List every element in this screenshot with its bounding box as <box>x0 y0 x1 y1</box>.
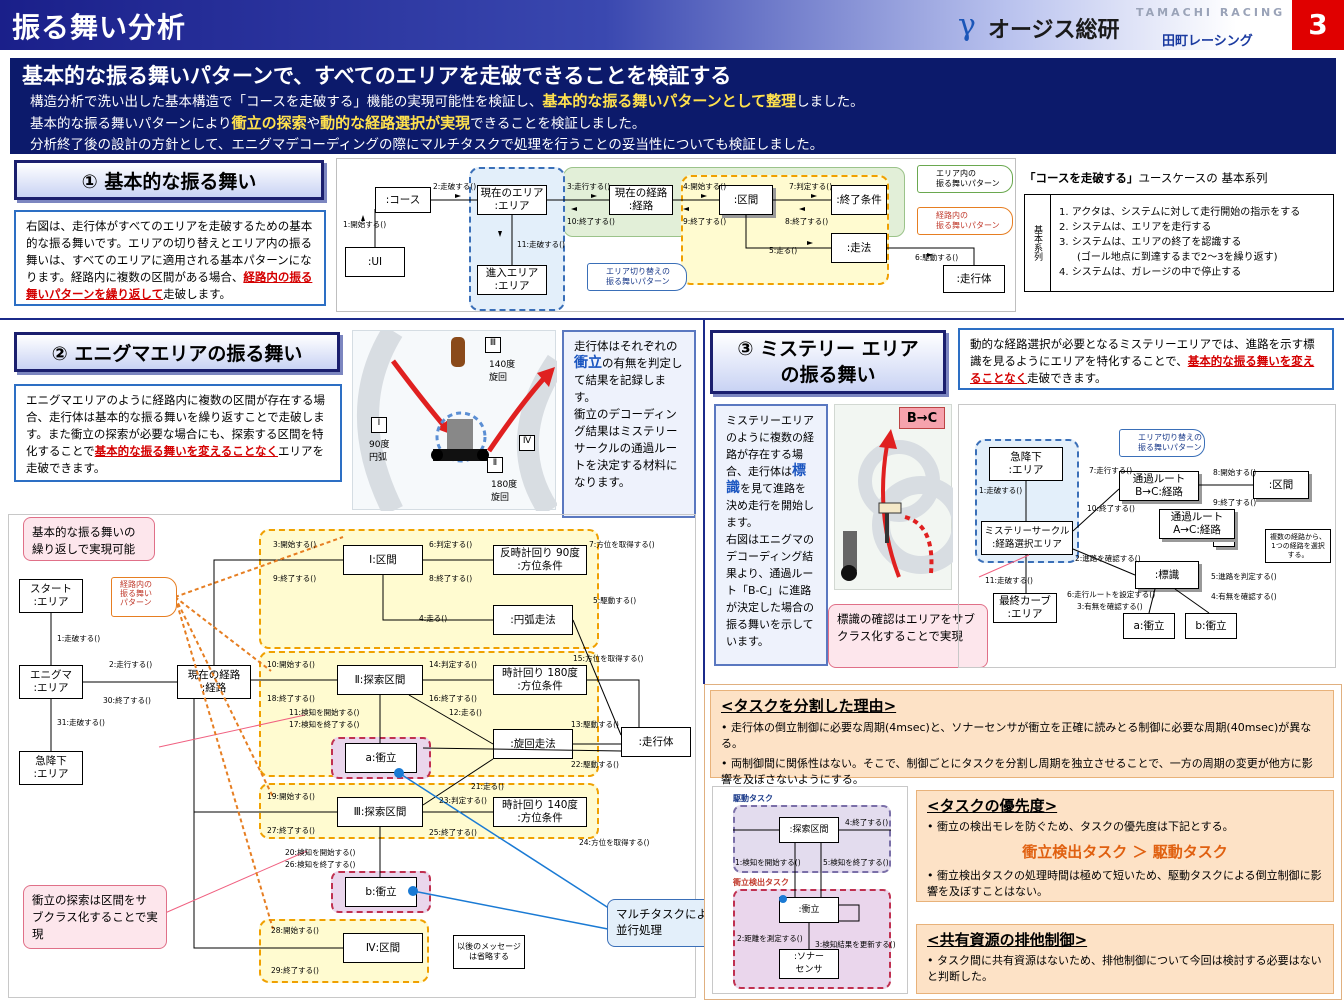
page-title: 振る舞い分析 <box>12 11 187 44</box>
obj-wall-a: a:衝立 <box>345 743 417 773</box>
obj-current-route: 現在の経路 :経路 <box>177 665 251 699</box>
company-name: オージス総研 <box>988 18 1120 43</box>
obj-section-4: Ⅳ:区間 <box>343 933 423 963</box>
obj-arc-drive: :円弧走法 <box>493 605 573 635</box>
obj-wall-b: b:衝立 <box>1185 613 1237 639</box>
section2-diagram: スタート :エリア エニグマ :エリア 急降下 :エリア 現在の経路 :経路 Ⅰ… <box>8 514 735 998</box>
section2-heading: ② エニグマエリアの振る舞い <box>14 332 340 372</box>
wall-note: 走行体はそれぞれの衝立の有無を判定して結果を記録します。 衝立のデコーディング結… <box>562 330 696 518</box>
section2-description: エニグマエリアのように経路内に複数の区間が存在する場合、走行体は基本的な振る舞い… <box>14 384 342 482</box>
section1-heading: ① 基本的な振る舞い <box>14 160 324 200</box>
task-diagram: 駆動タスク 衝立検出タスク :探索区間 :衝立 :ソナー センサ 4:終了する(… <box>712 786 908 994</box>
banner-line-2: 基本的な振る舞いパターンにより衝立の探索や動的な経路選択が実現できることを検証し… <box>30 114 646 132</box>
obj-search-section-3: Ⅲ:探索区間 <box>337 797 423 827</box>
banner-line-3: 分析終了後の設計の方針として、エニグマデコーディングの際にマルチタスクで処理を行… <box>30 137 824 153</box>
tag-area-pattern: エリア内の 振る舞いパターン <box>917 165 1013 193</box>
section3-heading: ③ ミステリー エリア の振る舞い <box>710 330 946 394</box>
obj-course: :コース <box>375 187 431 213</box>
route-sign: B→C <box>899 407 945 429</box>
obj-cond-3: 時計回り 140度 :方位条件 <box>493 797 587 827</box>
usecase-side-label: 基本系列 <box>1025 195 1051 291</box>
tag-switch-pattern: エリア切り替えの 振る舞いパターン <box>587 263 687 291</box>
obj-vehicle: :走行体 <box>621 727 691 757</box>
summary-banner <box>10 58 1336 154</box>
divider <box>0 318 1344 320</box>
note-sign-subclass: 標識の確認はエリアをサブクラス化することで実現 <box>828 604 988 668</box>
priority-order: 衝立検出タスク ＞ 駆動タスク <box>1022 843 1228 861</box>
page-number: 3 <box>1292 0 1344 50</box>
obj-mystery-circle: ミステリーサークル :経路選択エリア <box>981 521 1073 555</box>
tag-route-pattern-2: 経路内の 振る舞い パターン <box>111 577 177 617</box>
obj-cond-1: 反時計回り 90度 :方位条件 <box>493 545 587 575</box>
note-repeat-pattern: 基本的な振る舞いの繰り返しで実現可能 <box>23 517 155 561</box>
obj-end-condition: :終了条件 <box>831 185 887 215</box>
obj-next-area: 進入エリア :エリア <box>477 265 547 295</box>
obj-route-ac: 通過ルート A→C:経路 <box>1159 509 1235 539</box>
enigma-area-illustration: Ⅰ 90度 円弧 Ⅱ 180度 旋回 Ⅲ 140度 旋回 Ⅳ <box>352 330 557 511</box>
banner-title: 基本的な振る舞いパターンで、すべてのエリアを走破できることを検証する <box>22 64 732 88</box>
obj-section: :区間 <box>1253 471 1309 499</box>
obj-drive: :走法 <box>831 233 887 263</box>
section1-diagram: :コース 現在のエリア :エリア 現在の経路 :経路 :区間 :終了条件 :走法… <box>336 158 1016 312</box>
section3-description: 動的な経路選択が必要となるミステリーエリアでは、進路を示す標識を見るようにエリア… <box>958 328 1334 390</box>
memo-omitted: 以後のメッセージは省略する <box>453 935 525 969</box>
sign-note: ミステリーエリアのように複数の経路が存在する場合、走行体は標識を見て進路を決め走… <box>714 404 828 666</box>
tag-switch-pattern-3: エリア切り替えの 振る舞いパターン <box>1119 429 1205 457</box>
mystery-area-illustration: B→C <box>834 404 953 590</box>
team-logo: TAMACHI RACING <box>1136 6 1286 19</box>
header-bar <box>0 0 1344 50</box>
obj-ui: :UI <box>345 247 405 277</box>
obj-drop-area: 急降下 :エリア <box>989 447 1063 481</box>
obj-wall-b: b:衝立 <box>345 877 417 907</box>
divider-vertical <box>703 318 705 684</box>
obj-final-curve: 最終カーブ :エリア <box>993 593 1057 623</box>
obj-enigma-area: エニグマ :エリア <box>19 665 83 699</box>
tag-route-pattern: 経路内の 振る舞いパターン <box>917 207 1013 235</box>
obj-section-1: Ⅰ:区間 <box>343 545 423 575</box>
memo-choose-route: 複数の経路から、1つの経路を選択する。 <box>1265 529 1331 563</box>
obj-wall-a: a:衝立 <box>1123 613 1175 639</box>
usecase-title: 「コースを走破する」ユースケースの 基本系列 <box>1024 171 1268 185</box>
obj-drop-area: 急降下 :エリア <box>19 751 83 785</box>
exclusive-control: <共有資源の排他制御> • タスク間に共有資源はないため、排他制御について今回は… <box>916 924 1334 994</box>
task-split-reason: <タスクを分割した理由> • 走行体の倒立制御に必要な周期(4msec)と、ソナ… <box>710 690 1334 786</box>
task-priority: <タスクの優先度> • 衝立の検出モレを防ぐため、タスクの優先度は下記とする。 … <box>916 790 1334 902</box>
obj-vehicle: :走行体 <box>943 265 1005 293</box>
obj-sign: :標識 <box>1135 561 1199 589</box>
section1-description: 右図は、走行体がすべてのエリアを走破するための基本的な振る舞いです。エリアの切り… <box>14 210 326 306</box>
obj-route-bc: 通過ルート B→C:経路 <box>1119 471 1199 501</box>
obj-turn-drive: :旋回走法 <box>493 729 573 759</box>
obj-current-route: 現在の経路 :経路 <box>609 185 673 215</box>
banner-line-1: 構造分析で洗い出した基本構造で「コースを走破する」機能の実現可能性を検証し、基本… <box>30 92 864 110</box>
team-name: 田町レーシング <box>1162 34 1253 49</box>
obj-start-area: スタート :エリア <box>19 579 83 613</box>
obj-cond-2: 時計回り 180度 :方位条件 <box>493 665 587 695</box>
company-logo-icon: γ <box>958 8 976 43</box>
obj-section: :区間 <box>719 185 773 215</box>
obj-current-area: 現在のエリア :エリア <box>477 185 547 215</box>
section3-diagram: 急降下 :エリア ミステリーサークル :経路選択エリア 最終カーブ :エリア 通… <box>958 404 1336 668</box>
note-search-subclass: 衝立の探索は区間をサブクラス化することで実現 <box>23 885 167 949</box>
obj-search-section-2: Ⅱ:探索区間 <box>337 665 423 695</box>
